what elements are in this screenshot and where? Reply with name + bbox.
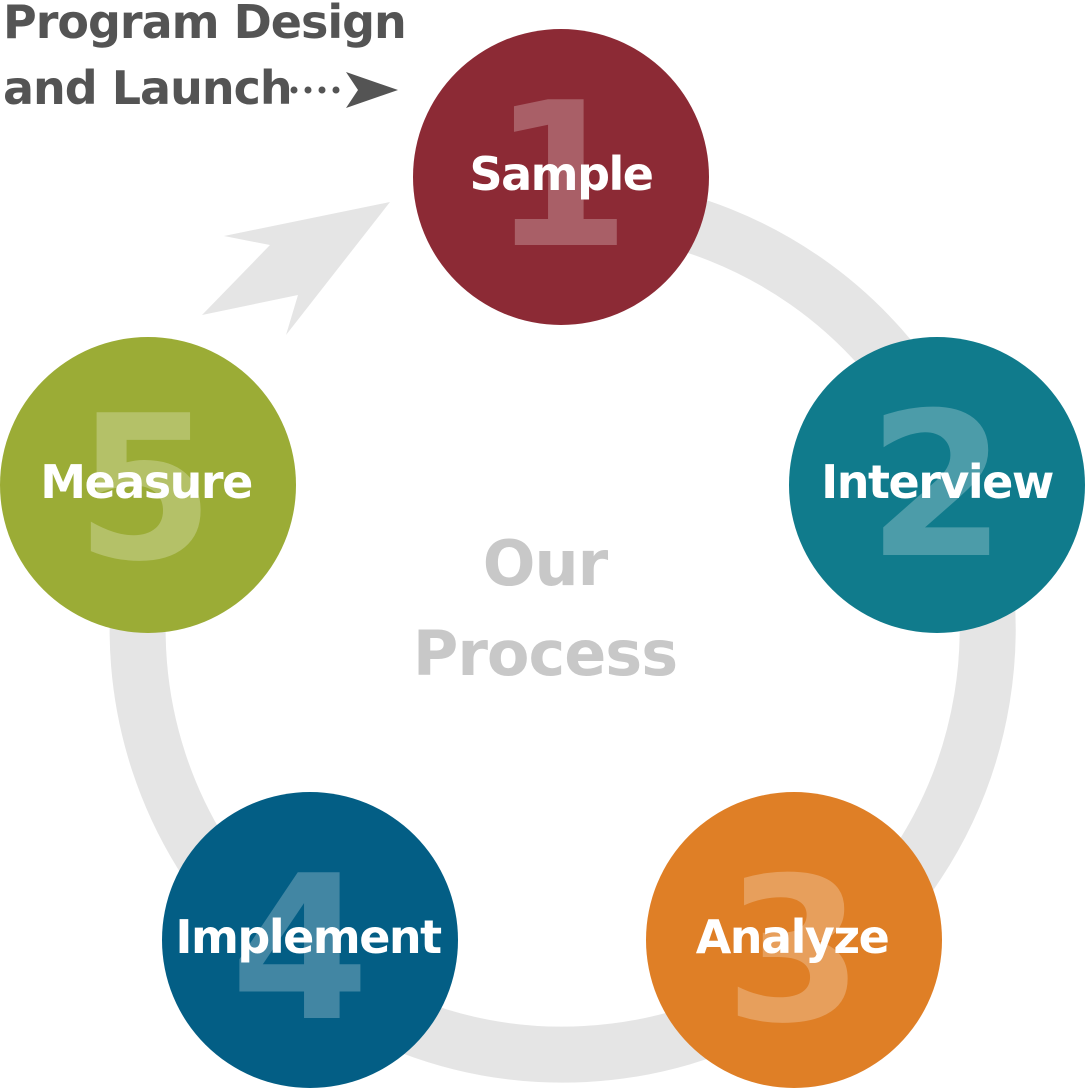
step-number: 1 xyxy=(491,60,630,293)
arrow-dot xyxy=(290,86,298,94)
step-label: Measure xyxy=(40,455,252,509)
step-number: 2 xyxy=(867,370,1006,603)
step-circle-fill xyxy=(789,337,1085,633)
arrow-dot xyxy=(304,86,312,94)
step-4-circle: 4 Implement xyxy=(162,792,458,1088)
step-number: 5 xyxy=(75,373,214,606)
dotted-arrow-icon xyxy=(290,72,398,108)
step-circle-fill xyxy=(646,792,942,1088)
step-3-circle: 3 Analyze xyxy=(646,792,942,1088)
step-label: Analyze xyxy=(696,910,889,964)
arrow-head xyxy=(346,72,398,108)
step-label: Implement xyxy=(175,910,441,964)
center-title-line-1: Our xyxy=(483,527,609,600)
step-5-circle: 5 Measure xyxy=(0,337,296,633)
step-circle-fill xyxy=(0,337,296,633)
arrow-dot xyxy=(318,86,326,94)
step-number: 4 xyxy=(230,833,369,1066)
step-circle-fill xyxy=(162,792,458,1088)
step-2-circle: 2 Interview xyxy=(789,337,1085,633)
step-label: Interview xyxy=(821,455,1053,509)
step-1-circle: 1 Sample xyxy=(413,29,709,325)
ring-arrowhead-icon xyxy=(202,202,390,335)
arrow-dot xyxy=(332,86,340,94)
launch-label-line-1: Program Design xyxy=(3,0,406,49)
launch-label: Program Design and Launch xyxy=(3,0,407,115)
step-number: 3 xyxy=(724,835,863,1068)
launch-label-line-2: and Launch xyxy=(3,61,292,115)
step-circle-fill xyxy=(413,29,709,325)
step-label: Sample xyxy=(470,147,653,201)
center-title-line-2: Process xyxy=(413,617,677,690)
